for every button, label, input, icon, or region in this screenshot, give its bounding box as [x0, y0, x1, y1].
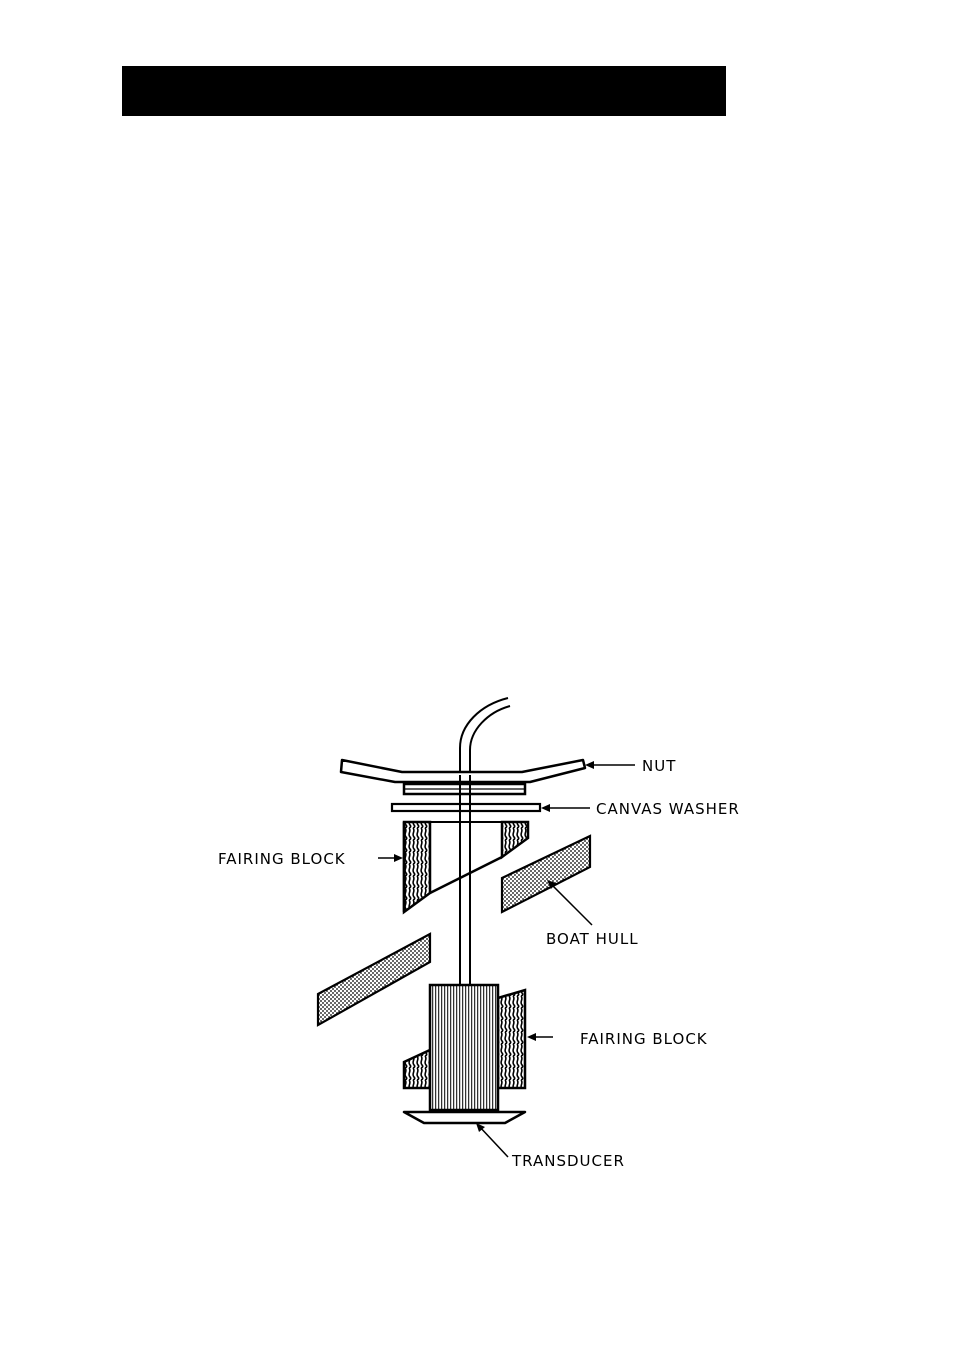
transducer-body [430, 985, 498, 1110]
label-canvas-washer: CANVAS WASHER [596, 800, 740, 818]
label-boat-hull: BOAT HULL [546, 930, 639, 948]
transducer-face [404, 1112, 525, 1123]
canvas-washer [392, 804, 540, 811]
cable [460, 698, 510, 775]
label-fairing-block-lower: FAIRING BLOCK [580, 1030, 708, 1048]
label-fairing-block-upper: FAIRING BLOCK [218, 850, 346, 868]
label-nut: NUT [642, 757, 676, 775]
label-transducer: TRANSDUCER [511, 1152, 625, 1170]
nut-shape [341, 760, 585, 782]
